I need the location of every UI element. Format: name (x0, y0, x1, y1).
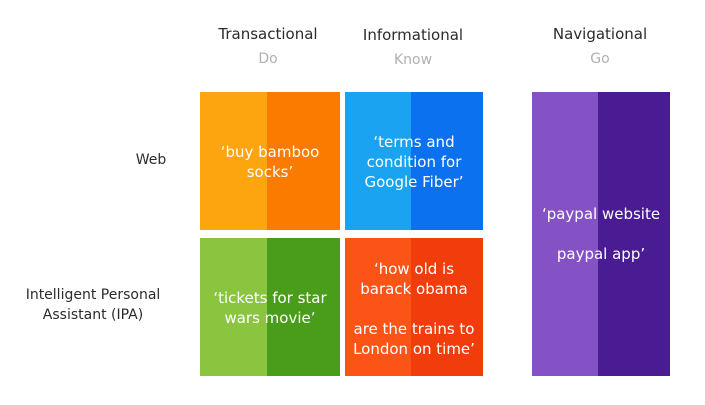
column-header-navigational: Navigational Go (530, 25, 670, 67)
cell-left-half (345, 92, 412, 230)
cell-left-half (200, 92, 268, 230)
column-title: Informational (362, 26, 464, 44)
column-subtitle: Know (393, 52, 433, 68)
cell-right-half (411, 92, 483, 230)
cell-right-half (598, 92, 670, 376)
cell-text: ‘paypal website paypal app’ (541, 205, 661, 263)
column-subtitle: Do (258, 51, 278, 67)
cell-left-half (200, 238, 268, 376)
cell-left-half (532, 92, 599, 376)
column-title: Transactional (218, 25, 318, 43)
column-header-transactional: Transactional Do (198, 25, 338, 67)
cell-left-half (345, 238, 412, 376)
cell-web-transactional: ‘buy bamboo socks’ (200, 92, 340, 230)
cell-text: ‘tickets for star wars movie’ (213, 289, 327, 327)
cell-text: ‘terms and condition for Google Fiber’ (364, 133, 464, 191)
cell-ipa-transactional: ‘tickets for star wars movie’ (200, 238, 340, 376)
cell-web-informational: ‘terms and condition for Google Fiber’ (345, 92, 483, 230)
cell-ipa-informational: ‘how old is barack obama are the trains … (345, 238, 483, 376)
cell-navigational: ‘paypal website paypal app’ (532, 92, 670, 376)
cell-text: ‘buy bamboo socks’ (220, 143, 320, 181)
cell-right-half (411, 238, 483, 376)
row-label-ipa: Intelligent Personal Assistant (IPA) (25, 287, 161, 323)
cell-text: ‘how old is barack obama are the trains … (353, 260, 475, 358)
cell-right-half (267, 92, 340, 230)
column-title: Navigational (552, 25, 648, 43)
column-header-informational: Informational Know (343, 26, 483, 68)
column-subtitle: Go (590, 51, 610, 67)
row-label-web: Web (135, 152, 167, 168)
cell-right-half (267, 238, 340, 376)
